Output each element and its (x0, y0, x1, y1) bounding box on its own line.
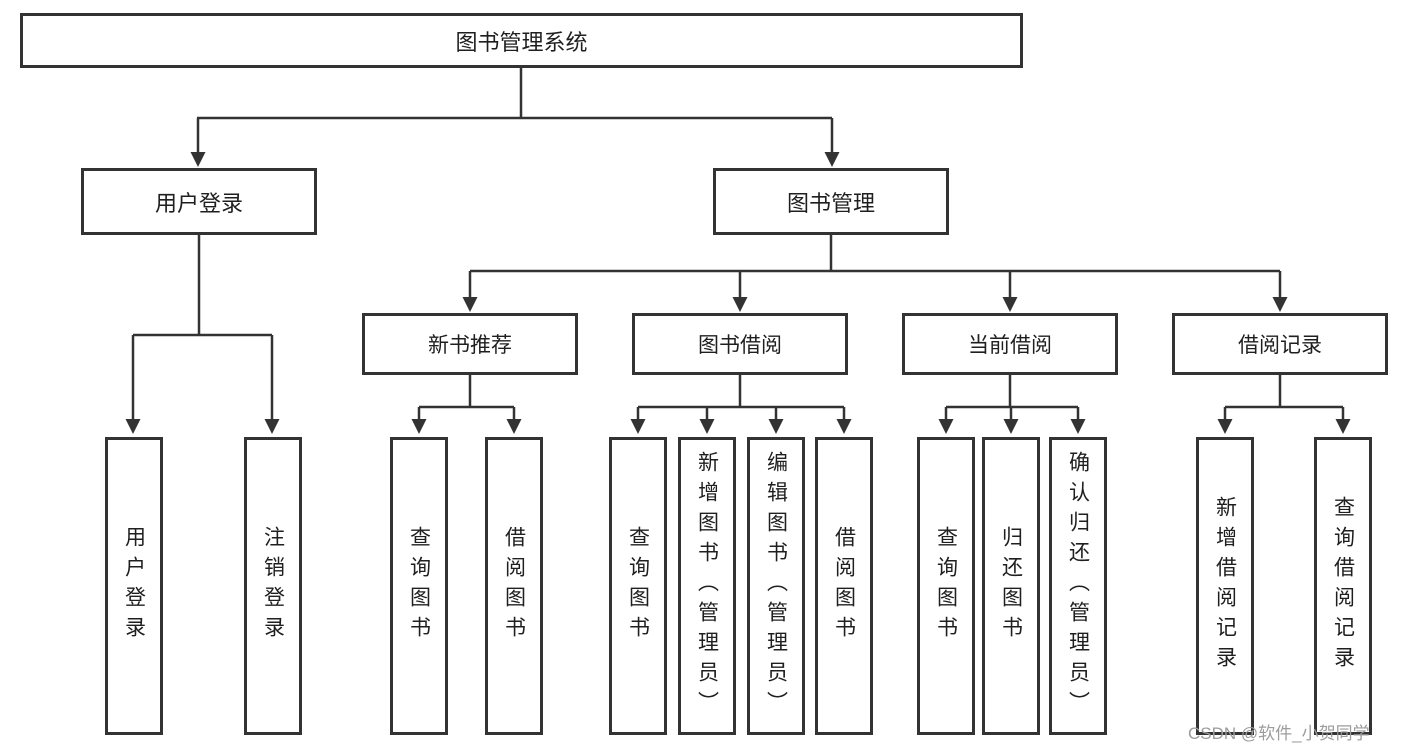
leaf-user-login: 用户登录 (105, 437, 163, 735)
leaf-edit-books-admin: 编辑图书（管理员） (747, 437, 805, 735)
leaf-query-borrow-record: 查询借阅记录 (1314, 437, 1372, 735)
leaf-label: 编辑图书（管理员） (764, 451, 788, 721)
leaf-label: 查询图书 (934, 526, 958, 646)
leaf-label: 查询图书 (626, 526, 650, 646)
leaf-label: 借阅图书 (502, 526, 526, 646)
leaf-label: 注销登录 (261, 526, 285, 646)
node-root-system: 图书管理系统 (20, 13, 1023, 68)
leaf-label: 借阅图书 (832, 526, 856, 646)
leaf-label: 确认归还（管理员） (1066, 451, 1090, 721)
leaf-add-books-admin: 新增图书（管理员） (678, 437, 736, 735)
csdn-watermark: CSDN @软件_小贺同学 (1188, 724, 1370, 743)
leaf-logout: 注销登录 (244, 437, 302, 735)
leaf-recommend-borrow-books: 借阅图书 (485, 437, 543, 735)
node-book-borrow: 图书借阅 (632, 313, 848, 375)
leaf-borrow-borrow-books: 借阅图书 (815, 437, 873, 735)
node-new-book-recommend: 新书推荐 (362, 313, 578, 375)
leaf-label: 查询图书 (407, 526, 431, 646)
leaf-confirm-return-admin: 确认归还（管理员） (1049, 437, 1107, 735)
node-book-management: 图书管理 (713, 168, 949, 235)
leaf-recommend-query-books: 查询图书 (390, 437, 448, 735)
node-user-login: 用户登录 (81, 168, 317, 235)
leaf-label: 新增图书（管理员） (695, 451, 719, 721)
leaf-label: 用户登录 (122, 526, 146, 646)
leaf-label: 查询借阅记录 (1331, 496, 1355, 676)
leaf-label: 归还图书 (999, 526, 1023, 646)
leaf-return-books: 归还图书 (982, 437, 1040, 735)
leaf-borrow-query-books: 查询图书 (609, 437, 667, 735)
leaf-add-borrow-record: 新增借阅记录 (1196, 437, 1254, 735)
node-borrow-records: 借阅记录 (1172, 313, 1388, 375)
leaf-label: 新增借阅记录 (1213, 496, 1237, 676)
node-current-borrow: 当前借阅 (902, 313, 1118, 375)
leaf-current-query-books: 查询图书 (917, 437, 975, 735)
